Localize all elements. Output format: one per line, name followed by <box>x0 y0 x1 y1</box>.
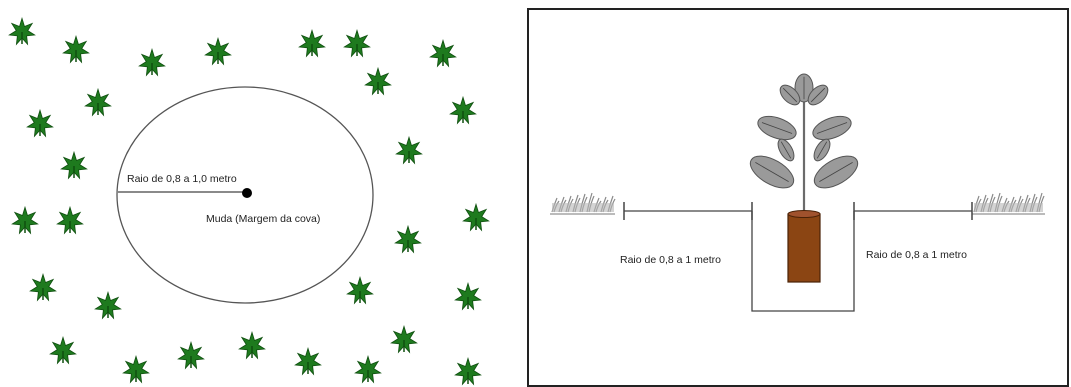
weed-icon <box>85 89 110 115</box>
weed-icon <box>63 36 88 62</box>
weed-icon <box>455 283 480 309</box>
radius-label-left: Raio de 0,8 a 1 metro <box>620 254 721 266</box>
seedling-dot <box>242 188 252 198</box>
weed-icon <box>61 152 86 178</box>
cross-section-diagram: Raio de 0,8 a 1 metro Raio de 0,8 a 1 me… <box>527 8 1069 387</box>
top-view-svg: Raio de 0,8 a 1,0 metro Muda (Margem da … <box>0 0 520 387</box>
root-ball-top <box>788 211 820 218</box>
radius-label: Raio de 0,8 a 1,0 metro <box>127 173 237 185</box>
panel-frame <box>528 9 1068 386</box>
weed-icon <box>139 49 164 75</box>
weed-icon <box>123 356 148 382</box>
weed-icon <box>344 30 369 56</box>
top-view-diagram: Raio de 0,8 a 1,0 metro Muda (Margem da … <box>0 0 520 387</box>
weed-icon <box>178 342 203 368</box>
weed-icon <box>205 38 230 64</box>
weed-icon <box>50 337 75 363</box>
weed-icon <box>9 18 34 44</box>
weed-icon <box>299 30 324 56</box>
weed-icon <box>391 326 416 352</box>
weed-icon <box>347 277 372 303</box>
grass-base <box>552 203 614 212</box>
cross-section-svg: Raio de 0,8 a 1 metro Raio de 0,8 a 1 me… <box>527 8 1069 387</box>
weed-icon <box>27 110 52 136</box>
grass-base <box>974 203 1043 212</box>
weed-icon <box>396 137 421 163</box>
weed-icon <box>295 348 320 374</box>
weed-icon <box>365 68 390 94</box>
weed-icon <box>239 332 264 358</box>
weed-icon <box>95 292 120 318</box>
weed-plants-group <box>9 18 488 384</box>
weed-icon <box>450 97 475 123</box>
weed-icon <box>30 274 55 300</box>
weed-icon <box>463 204 488 230</box>
weed-icon <box>430 40 455 66</box>
weed-icon <box>395 226 420 252</box>
weed-icon <box>12 207 37 233</box>
radius-label-right: Raio de 0,8 a 1 metro <box>866 249 967 261</box>
weed-icon <box>455 358 480 384</box>
weed-icon <box>57 207 82 233</box>
root-ball-pot <box>788 214 820 282</box>
weed-icon <box>355 356 380 382</box>
seedling-label: Muda (Margem da cova) <box>206 213 320 225</box>
